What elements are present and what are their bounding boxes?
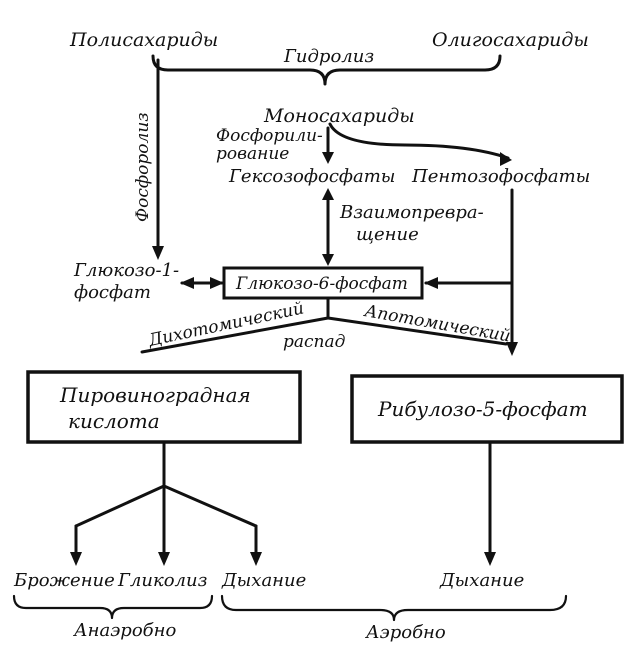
label-hydrolysis: Гидролиз (283, 46, 374, 67)
label-pentose-phosphates: Пентозофосфаты (411, 166, 590, 187)
pyruvic-box (26, 370, 302, 444)
line-fork-right (162, 484, 258, 528)
arrowhead-mono-to-pentose (500, 152, 512, 166)
label-pyruvic-line1: Пировиноградная (59, 383, 251, 407)
label-aerobic: Аэробно (364, 622, 446, 643)
label-respiration-right: Дыхание (439, 570, 524, 591)
label-oligosaccharides: Олигосахариды (432, 29, 589, 51)
arrowhead-respiration-right (484, 552, 496, 566)
label-monosaccharides: Моносахариды (263, 105, 415, 127)
label-glucose1p-line1: Глюкозо-1- (73, 260, 179, 281)
arrowhead-mono-to-hexose (322, 152, 334, 164)
label-interconversion-line1: Взаимопревра- (339, 202, 484, 223)
label-ribulose: Рибулозо-5-фосфат (377, 397, 588, 421)
line-fork-left (74, 484, 166, 528)
ribulose-box (350, 374, 624, 444)
label-anaerobic: Анаэробно (72, 620, 177, 641)
label-glycolysis: Гликолиз (117, 570, 207, 591)
arrowhead-glycolysis (158, 552, 170, 566)
arrowhead-respiration-left (250, 552, 262, 566)
label-hexose-phosphates: Гексозофосфаты (228, 166, 395, 187)
label-apotomous: Апотомический (362, 301, 512, 347)
label-phosphorylation-line1: Фосфорили- (216, 126, 323, 146)
label-fermentation: Брожение (13, 570, 115, 591)
label-dichotomous: Дихотомический (146, 298, 306, 351)
arrowhead-g1p-left (180, 277, 194, 289)
aerobic-brace (220, 594, 568, 622)
line-dichotomous (140, 316, 330, 354)
anaerobic-brace (12, 594, 214, 620)
arrowhead-pentose-to-g6p (424, 277, 438, 289)
label-glucose1p-line2: фосфат (74, 282, 151, 303)
label-phosphorylation-line2: рование (216, 144, 289, 164)
arrowhead-g6p-left (210, 277, 224, 289)
label-respiration-left: Дыхание (221, 570, 306, 591)
glucose6p-box (222, 266, 424, 300)
label-breakdown: распад (283, 332, 346, 352)
arrow-mono-to-pentose (328, 122, 510, 160)
arrowhead-interconversion-down (322, 254, 334, 266)
label-phosphorolysis: Фосфоролиз (133, 112, 153, 222)
arrowhead-interconversion-up (322, 188, 334, 200)
label-interconversion-line2: щение (356, 224, 419, 245)
label-pyruvic-line2: кислота (68, 409, 160, 433)
arrowhead-pentose-to-ribulose (506, 342, 518, 356)
arrowhead-fermentation (70, 552, 82, 566)
arrowhead-phosphorolysis (152, 246, 164, 260)
label-glucose6p: Глюкозо-6-фосфат (235, 274, 408, 294)
label-polysaccharides: Полисахариды (69, 29, 218, 51)
hydrolysis-brace (151, 54, 502, 86)
line-apotomous (326, 316, 508, 346)
